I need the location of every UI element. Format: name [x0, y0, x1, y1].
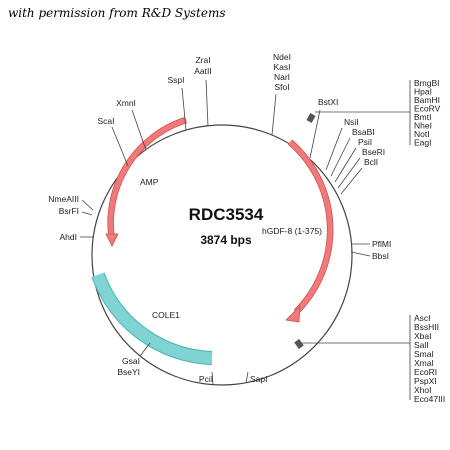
- mcs1-site-bamhi: BamHI: [414, 95, 440, 105]
- site-pflmi: PflMI: [372, 239, 391, 249]
- site-nsii: NsiI: [344, 117, 359, 127]
- tick-bsabi: [330, 137, 351, 177]
- site-sspi: SspI: [167, 75, 184, 85]
- credit-text: with permission from R&D Systems: [8, 6, 226, 20]
- mcs1-marker: [306, 113, 316, 123]
- mcs1-site-bmti: BmtI: [414, 112, 431, 122]
- ori-label: COLE1: [152, 310, 180, 320]
- site-bsabi: BsaBI: [352, 127, 375, 137]
- amp-arrowhead: [105, 233, 119, 247]
- mcs1-site-eagi: EagI: [414, 138, 432, 148]
- tick-ndei-group: [271, 93, 277, 136]
- mcs2-site-xhoi: XhoI: [414, 385, 432, 395]
- site-nmeaiii: NmeAIII: [48, 194, 79, 204]
- site-ahdi: AhdI: [60, 232, 78, 242]
- mcs2-site-asci: AscI: [414, 313, 431, 323]
- mcs2-site-list: AscIBssHIIXbaISalISmaIXmaIEcoRIPspXIXhoI…: [414, 313, 445, 404]
- site-nari: NarI: [274, 72, 290, 82]
- tick-sspi: [181, 87, 187, 131]
- site-psii: PsiI: [358, 137, 372, 147]
- plasmid-name: RDC3534: [189, 205, 264, 224]
- tick-aatii: [205, 79, 209, 127]
- site-gsai: GsaI: [122, 356, 140, 366]
- mcs1-site-bmgbi: BmgBI: [414, 78, 440, 88]
- mcs2-site-smai: SmaI: [414, 349, 434, 359]
- amp-label: AMP: [140, 177, 159, 187]
- tick-bsrfi: [81, 211, 93, 216]
- tick-bbsi: [350, 251, 371, 257]
- site-xmni: XmnI: [116, 98, 136, 108]
- site-bstxi: BstXI: [318, 97, 338, 107]
- site-scai: ScaI: [97, 116, 114, 126]
- site-kasi: KasI: [273, 62, 290, 72]
- tick-scai: [111, 126, 129, 167]
- mcs2-site-bsshii: BssHII: [414, 322, 439, 332]
- tick-gsai: [139, 342, 151, 357]
- tick-nsii: [325, 127, 343, 171]
- site-sfoi: SfoI: [274, 82, 289, 92]
- mcs2-marker: [294, 339, 304, 349]
- mcs2-site-xbai: XbaI: [414, 331, 432, 341]
- site-bsrfi: BsrFI: [59, 206, 79, 216]
- insert-arrowhead: [285, 304, 301, 323]
- site-pcii: PciI: [199, 374, 213, 384]
- amp-arrow: [108, 117, 187, 241]
- plasmid-size: 3874 bps: [200, 233, 252, 247]
- backbone-circle: [91, 124, 353, 386]
- mcs2-site-pspxi: PspXI: [414, 376, 437, 386]
- mcs2-site-ecori: EcoRI: [414, 367, 437, 377]
- mcs1-site-nhei: NheI: [414, 121, 432, 131]
- tick-bseri: [337, 157, 361, 189]
- mcs1-site-ecorv: EcoRV: [414, 104, 441, 114]
- mcs2-site-sali: SalI: [414, 340, 429, 350]
- site-aatii: AatII: [194, 66, 211, 76]
- tick-pcii: [211, 371, 214, 385]
- mcs1-site-noti: NotI: [414, 129, 430, 139]
- mcs2-site-xmai: XmaI: [414, 358, 434, 368]
- site-sapi: SapI: [250, 374, 268, 384]
- tick-xmni: [131, 109, 147, 151]
- insert-label: hGDF-8 (1-375): [262, 226, 322, 236]
- tick-psii: [334, 147, 357, 183]
- tick-nmeaiii: [81, 199, 94, 211]
- site-ndei: NdeI: [273, 52, 291, 62]
- tick-bstxi: [309, 109, 321, 159]
- mcs2-site-eco47iii: Eco47III: [414, 394, 445, 404]
- site-bcli: BclI: [364, 157, 378, 167]
- mcs1-site-hpai: HpaI: [414, 87, 432, 97]
- ori-segment: [92, 272, 213, 364]
- tick-sapi: [245, 371, 249, 384]
- tick-bcli: [340, 167, 363, 195]
- site-zrai: ZraI: [195, 55, 210, 65]
- site-bbsi: BbsI: [372, 251, 389, 261]
- site-bseyi: BseYI: [117, 367, 140, 377]
- site-bseri: BseRI: [362, 147, 385, 157]
- insert-arrow: [288, 140, 333, 314]
